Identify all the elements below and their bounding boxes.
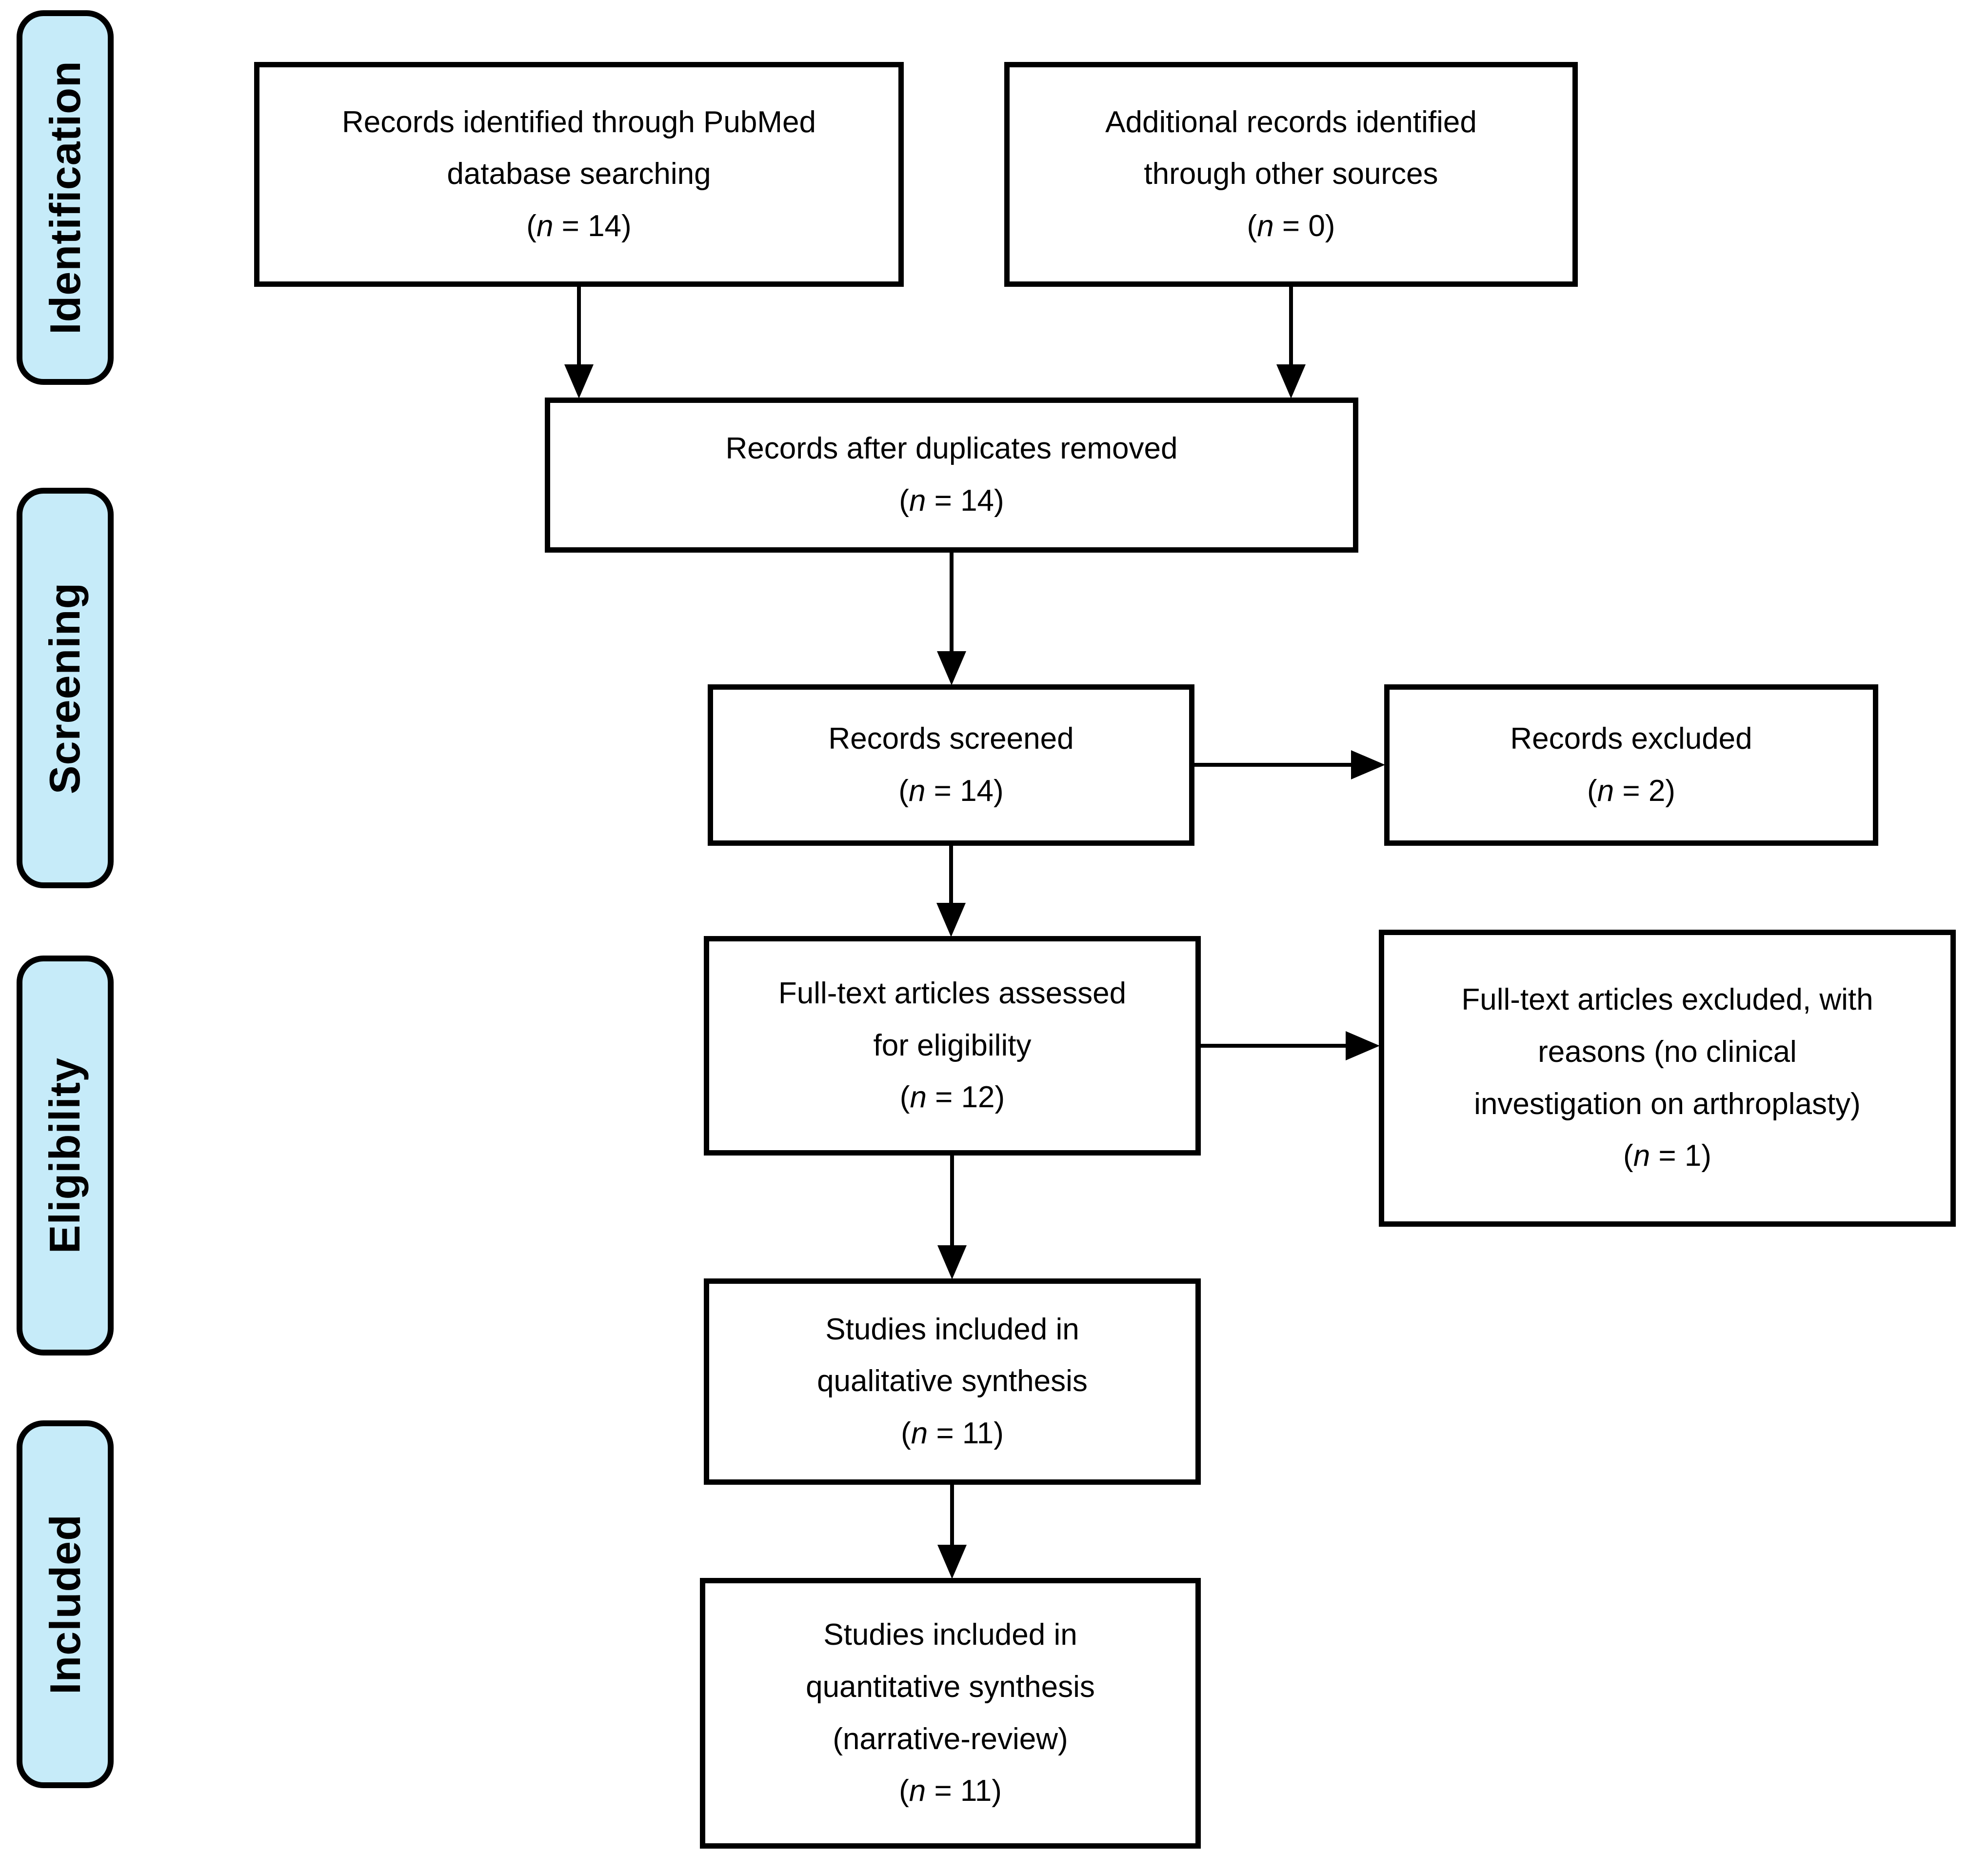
box-text-line: investigation on arthroplasty) <box>1474 1087 1861 1121</box>
arrow-screened-to-excluded-line <box>1194 763 1354 767</box>
box-text-line: Studies included in <box>823 1618 1077 1652</box>
box-additional-records: Additional records identified through ot… <box>1004 62 1578 287</box>
stage-screening-label: Screening <box>40 582 89 794</box>
box-text-line: quantitative synthesis <box>806 1670 1095 1704</box>
stage-eligibility-label: Eligibility <box>40 1057 89 1254</box>
stage-screening: Screening <box>17 488 114 888</box>
arrow-down-icon <box>1276 364 1306 399</box>
box-n-line: (n = 12) <box>899 1080 1005 1115</box>
arrow-down-icon <box>937 651 966 685</box>
stage-included-label: Included <box>40 1514 89 1695</box>
box-after-duplicates: Records after duplicates removed (n = 14… <box>545 398 1358 553</box>
box-text-line: database searching <box>447 157 711 191</box>
box-text-line: Records excluded <box>1510 721 1752 756</box>
box-text-line: Studies included in <box>825 1312 1079 1346</box>
box-records-identified: Records identified through PubMed databa… <box>254 62 904 287</box>
arrow-dedup-to-screened-line <box>950 553 954 653</box>
box-n-line: (n = 1) <box>1623 1139 1711 1173</box>
arrow-right-icon <box>1351 750 1385 779</box>
stage-eligibility: Eligibility <box>17 956 114 1356</box>
box-text-line: (narrative-review) <box>833 1722 1068 1756</box>
stage-identification-label: Identification <box>40 60 89 335</box>
box-text-line: qualitative synthesis <box>817 1364 1088 1398</box>
arrow-down-icon <box>564 364 594 399</box>
box-n-line: (n = 14) <box>898 774 1004 808</box>
arrow-right-icon <box>1346 1031 1380 1060</box>
box-text-line: Records after duplicates removed <box>725 432 1178 466</box>
arrow-qualitative-to-quantitative-line <box>950 1485 954 1546</box>
box-n-line: (n = 11) <box>901 1416 1004 1450</box>
box-n-line: (n = 11) <box>899 1774 1002 1808</box>
box-text-line: Records identified through PubMed <box>342 105 816 139</box>
box-fulltext-excluded: Full-text articles excluded, with reason… <box>1379 930 1956 1227</box>
box-text-line: Records screened <box>828 721 1074 756</box>
box-n-line: (n = 2) <box>1587 774 1675 808</box>
box-quantitative-synthesis: Studies included in quantitative synthes… <box>700 1578 1201 1849</box>
box-text-line: Full-text articles assessed <box>778 977 1127 1011</box>
box-n-line: (n = 14) <box>899 484 1004 518</box>
box-text-line: through other sources <box>1144 157 1438 191</box>
arrow-down-icon <box>937 1545 967 1579</box>
box-qualitative-synthesis: Studies included in qualitative synthesi… <box>704 1278 1201 1485</box>
box-text-line: Full-text articles excluded, with <box>1461 983 1873 1017</box>
box-records-excluded: Records excluded (n = 2) <box>1384 684 1878 846</box>
box-records-screened: Records screened (n = 14) <box>708 684 1194 846</box>
arrow-down-icon <box>936 903 966 937</box>
arrow-screened-to-fulltext-line <box>949 846 953 904</box>
arrow-fulltext-to-qualitative-line <box>950 1156 954 1247</box>
box-n-line: (n = 0) <box>1247 209 1335 243</box>
stage-included: Included <box>17 1420 114 1788</box>
stage-identification: Identification <box>17 10 114 385</box>
box-text-line: reasons (no clinical <box>1538 1035 1797 1069</box>
arrow-other-to-dedup-line <box>1289 287 1293 366</box>
box-text-line: Additional records identified <box>1105 105 1477 139</box>
arrow-fulltext-to-excluded-line <box>1201 1044 1349 1048</box>
arrow-down-icon <box>937 1245 967 1279</box>
arrow-pubmed-to-dedup-line <box>577 287 581 366</box>
box-fulltext-assessed: Full-text articles assessed for eligibil… <box>704 936 1201 1156</box>
box-n-line: (n = 14) <box>526 209 632 243</box>
box-text-line: for eligibility <box>873 1028 1032 1062</box>
